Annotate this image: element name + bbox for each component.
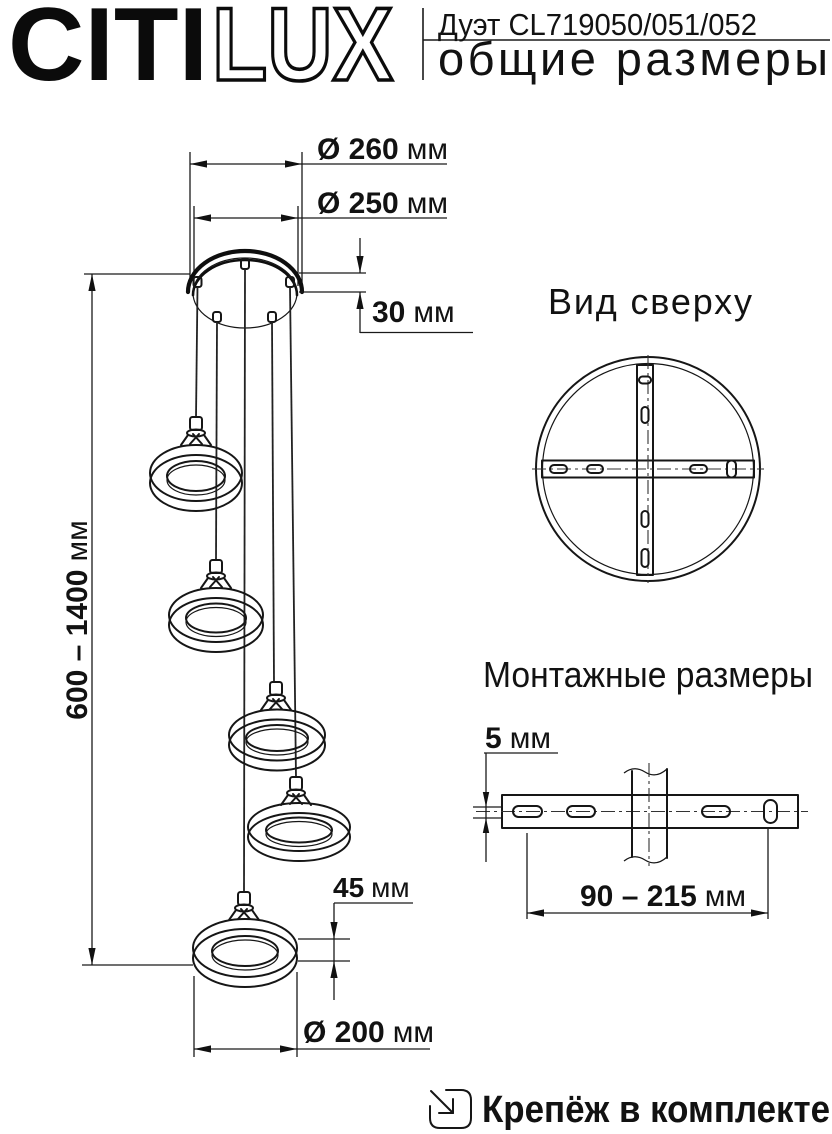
model-number-title: Дуэт CL719050/051/052 (438, 7, 757, 42)
mounting-title: Монтажные размеры (483, 654, 813, 695)
fasteners-note-label: Крепёж в комплекте (482, 1089, 830, 1131)
brand-logo-outline: LUX (212, 0, 393, 103)
top-view-mount-slots (549, 375, 737, 568)
bracket-slots (512, 799, 778, 824)
pendant-ring-5 (192, 891, 298, 988)
bracket-cross-arm (623, 763, 668, 866)
mounting-bracket-drawing (476, 763, 808, 866)
pendant-ring-1 (149, 416, 243, 512)
dim-drop-label: 600 – 1400мм (61, 520, 94, 719)
pendant-ring-4 (247, 776, 351, 862)
arrow-into-box-icon (429, 1089, 472, 1129)
top-view-title: Вид сверху (548, 281, 752, 322)
suspension-cables (195, 268, 297, 894)
top-view-drawing (532, 355, 764, 583)
dimension-drop-height: 600 – 1400мм (61, 273, 193, 966)
header: CITI LUX Дуэт CL719050/051/052 общие раз… (8, 0, 830, 105)
pendant-ring-2 (168, 559, 264, 653)
fasteners-note: Крепёж в комплекте (429, 1089, 830, 1131)
pendant-ring-3 (228, 681, 326, 772)
brand-logo-solid: CITI (8, 0, 208, 103)
